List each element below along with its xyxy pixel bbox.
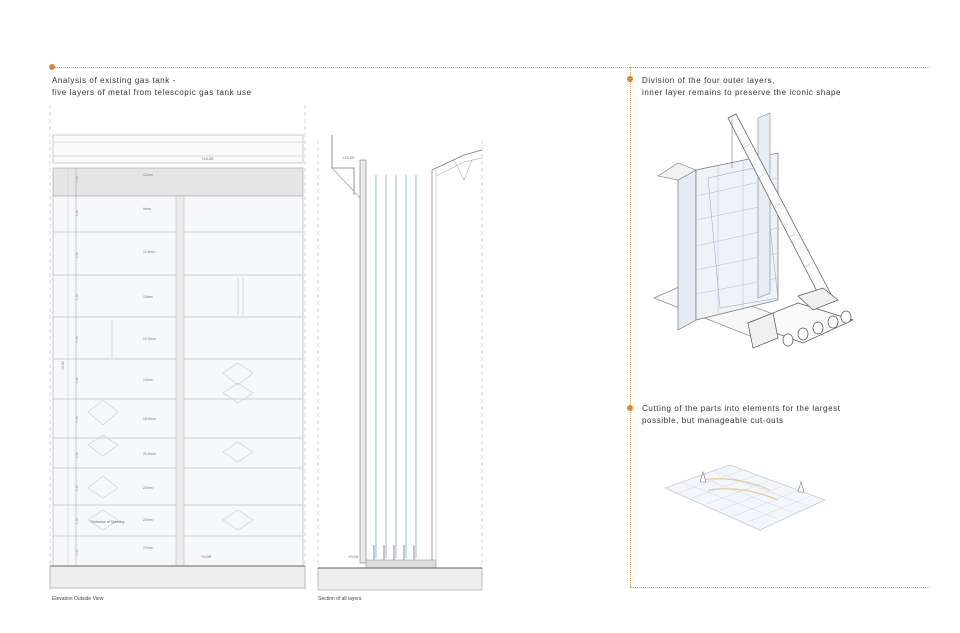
ring-height: 1,40 <box>75 210 79 216</box>
lifted-outer-layer <box>707 165 779 309</box>
right-heading-2: Cutting of the parts into elements for t… <box>642 403 841 427</box>
right-heading-2-line-1: Cutting of the parts into elements for t… <box>642 404 841 413</box>
elevation-column <box>175 195 185 567</box>
ring-height: 1,40 <box>75 452 79 458</box>
ring-height: 1,40 <box>75 377 79 383</box>
ring-thickness: 18,5mm <box>143 417 156 421</box>
elevation-height-labels: 1,40 1,40 1,40 1,40 1,40 1,40 1,40 1,40 … <box>75 176 79 555</box>
frame-divider-line <box>630 67 631 587</box>
cutout-grid-lines <box>677 469 814 523</box>
tank-wall-right-face <box>757 112 771 299</box>
elevation-railing <box>52 134 304 164</box>
section-top-ledge <box>331 135 355 195</box>
right-heading-1-line-2: inner layer remains to preserve the icon… <box>642 88 842 97</box>
tank-wall-left-face <box>677 169 697 331</box>
crane-turret <box>797 287 839 311</box>
ring-height: 1,40 <box>75 518 79 524</box>
left-heading-line-2: five layers of metal from telescopic gas… <box>52 88 252 97</box>
left-heading-line-1: Analysis of existing gas tank - <box>52 76 176 85</box>
bullet-dot-heading-1 <box>627 76 633 82</box>
ring-height: 1,20 <box>75 549 79 555</box>
elevation-diamond-patterns <box>87 362 254 531</box>
cutout-sheet <box>664 464 826 531</box>
ring-thickness: 14mm <box>143 378 153 382</box>
tank-roof <box>657 162 697 181</box>
ring-thickness: 24mm <box>143 518 153 522</box>
cutout-curved-seams <box>699 478 779 501</box>
crane-truck-cab <box>747 312 779 349</box>
elevation-thickness-labels: 12mm 9mm 11,5mm 13mm 10,5mm 14mm 18,5mm … <box>143 173 156 550</box>
bullet-dot-heading-2 <box>627 405 633 411</box>
ring-thickness: 20,5mm <box>143 452 156 456</box>
ring-height: 1,40 <box>75 416 79 422</box>
right-heading-1-line-1: Division of the four outer layers, <box>642 76 775 85</box>
isometric-crane-diagram <box>653 112 854 349</box>
ring-thickness: 11,5mm <box>143 250 155 254</box>
elevation-top-band <box>52 167 304 197</box>
section-metal-layers <box>375 175 417 558</box>
ring-thickness: 10,5mm <box>143 337 156 341</box>
left-heading: Analysis of existing gas tank - five lay… <box>52 75 252 99</box>
section-caption: Section of all layers <box>318 596 362 602</box>
frame-bottom-line <box>630 587 930 588</box>
elevation-bottom-level: +0,00 <box>201 554 212 559</box>
ring-height: 1,40 <box>75 336 79 342</box>
elevation-caption: Elevation Outside View <box>52 596 104 602</box>
right-heading-1: Division of the four outer layers, inner… <box>642 75 841 99</box>
ring-height: 1,40 <box>75 294 79 300</box>
section-outer-wall <box>359 159 367 564</box>
ring-thickness: 9mm <box>143 207 151 211</box>
section-foundation <box>317 567 483 591</box>
section-roof-truss <box>431 149 483 171</box>
section-bottom-level: +0,00 <box>348 554 359 559</box>
section-drawing: +13,20 +0,00 <box>317 135 483 591</box>
cutout-lifting-lugs <box>699 470 805 493</box>
right-heading-2-line-2: possible, but manageable cut-outs <box>642 416 784 425</box>
elevation-drawing: +13,20 +0,00 13,20 Thickness of Sheeting… <box>49 105 306 590</box>
isometric-cutout-diagram <box>664 464 826 531</box>
elevation-total-height: 13,20 <box>61 361 65 370</box>
ring-height: 1,40 <box>75 252 79 258</box>
elevation-thickness-label: Thickness of Sheeting <box>90 520 124 524</box>
frame-top-line <box>52 67 930 68</box>
ring-thickness: 13mm <box>143 295 153 299</box>
section-top-level: +13,20 <box>342 155 355 160</box>
ring-height: 1,40 <box>75 485 79 491</box>
ring-thickness: 27mm <box>143 546 153 550</box>
ring-height: 1,40 <box>75 176 79 182</box>
ring-thickness: 12mm <box>143 173 153 177</box>
elevation-top-level: +13,20 <box>201 156 214 161</box>
bullet-dot-frame-corner <box>49 64 55 70</box>
crane-truck-wheels <box>782 310 852 347</box>
elevation-ground <box>49 565 306 589</box>
ring-thickness: 23mm <box>143 486 153 490</box>
